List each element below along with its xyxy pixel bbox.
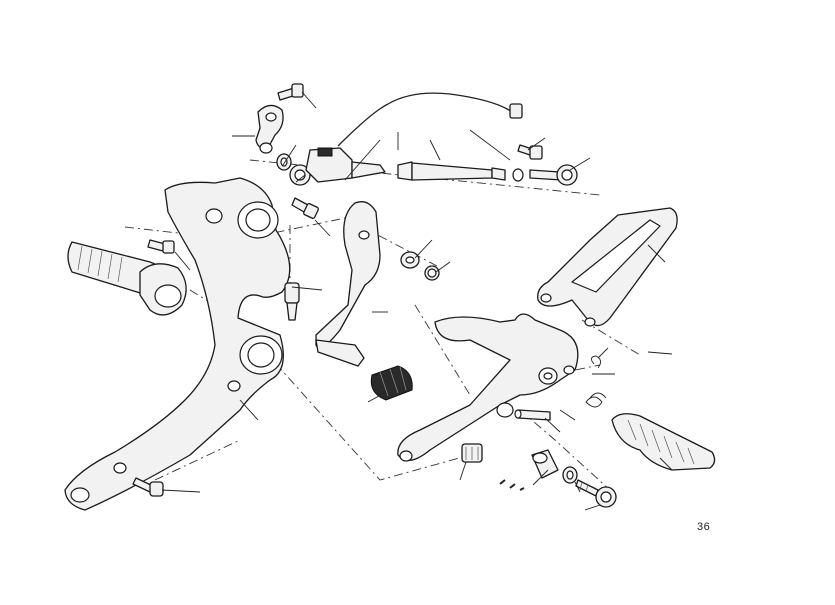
- shift-peg-rubber: [370, 365, 413, 401]
- rod-end-right: [517, 144, 578, 186]
- bushing: [531, 449, 559, 479]
- snap-ring: [499, 479, 525, 491]
- shift-sensor: [305, 92, 523, 183]
- shift-lever-washers: [400, 251, 440, 281]
- footpeg-bracket: [397, 313, 579, 462]
- pivot-sleeve: [67, 241, 187, 316]
- shift-rod: [397, 161, 524, 182]
- footpeg-pin: [514, 409, 551, 421]
- heel-guard-plate: [537, 207, 678, 327]
- footpeg-spring: [585, 355, 607, 408]
- shift-lever: [315, 201, 381, 367]
- main-bracket: [64, 177, 291, 511]
- leader-lines: [161, 91, 673, 511]
- bolt-top: [277, 83, 304, 101]
- footpeg: [611, 413, 716, 471]
- bolt-mid: [291, 197, 319, 219]
- bolt-vertical: [284, 282, 300, 321]
- lower-bolt: [461, 443, 483, 463]
- washers-top: [276, 153, 311, 186]
- washer-lower: [562, 466, 578, 484]
- lower-right-bolt: [575, 479, 617, 508]
- diagram-code-label: 36: [697, 521, 711, 533]
- rod-end-left: [255, 104, 284, 154]
- bolt-lower-left: [132, 477, 164, 497]
- bolt-upper-left: [147, 239, 175, 254]
